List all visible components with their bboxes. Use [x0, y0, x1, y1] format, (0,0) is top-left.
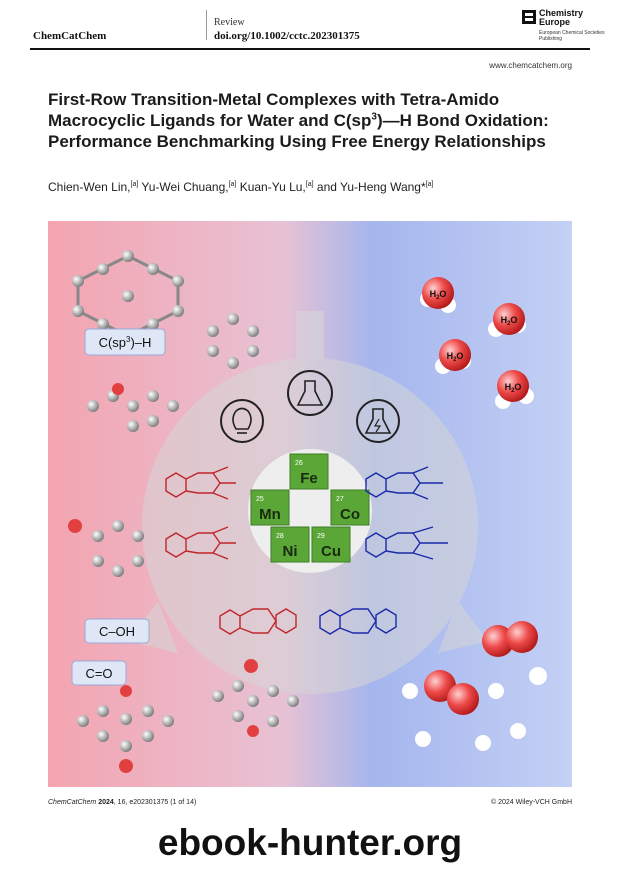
oxygen-molecule: [482, 621, 538, 657]
red-ligand-structures: [165, 466, 297, 635]
svg-text:25: 25: [256, 496, 264, 503]
cyclohexanol-molecule: [68, 519, 144, 577]
svg-text:C=O: C=O: [85, 666, 112, 681]
water-molecule: H2O: [488, 303, 526, 337]
author-name: and Yu-Heng Wang*: [313, 180, 426, 194]
svg-text:H2O: H2O: [430, 289, 447, 301]
citation-journal: ChemCatChem: [48, 799, 97, 806]
watermark: ebook-hunter.org: [157, 822, 463, 863]
svg-text:C(sp3)–H: C(sp3)–H: [99, 335, 152, 350]
blue-ligand-structures: [319, 466, 448, 635]
xanthone-molecule: [212, 659, 299, 737]
header-rule: [30, 48, 590, 50]
journal-name: ChemCatChem: [33, 30, 107, 42]
author-name: Chien-Wen Lin,: [48, 180, 131, 194]
flask-icon: [287, 370, 333, 416]
label-c-oh: C–OH: [84, 618, 150, 644]
svg-text:H2O: H2O: [447, 351, 464, 363]
author-affiliation: [a]: [305, 181, 314, 188]
oxygen-molecule: [424, 670, 479, 715]
journal-website[interactable]: www.chemcatchem.org: [489, 61, 572, 70]
hydrogen-dots: [402, 667, 547, 751]
publisher-subtitle: European Chemical Societies Publishing: [539, 30, 605, 42]
svg-text:29: 29: [317, 533, 325, 540]
svg-text:C–OH: C–OH: [99, 624, 135, 639]
label-csp3-h: C(sp3)–H: [84, 328, 166, 356]
metal-tile-fe: 26 Fe: [289, 453, 329, 490]
anthraquinone-molecule: [77, 685, 174, 773]
xanthene-molecule: [87, 383, 179, 432]
cyclohexane-molecule: [207, 313, 259, 369]
label-c-o: C=O: [71, 660, 127, 686]
svg-text:26: 26: [295, 460, 303, 467]
water-molecule: H2O: [495, 370, 534, 409]
svg-text:Ni: Ni: [283, 543, 298, 560]
svg-text:H2O: H2O: [505, 382, 522, 394]
svg-text:H2O: H2O: [501, 315, 518, 327]
author-affiliation: [a]: [130, 181, 139, 188]
citation-details: , 16, e202301375 (1 of 14): [113, 799, 197, 806]
title-part: )—H Bond Oxidation: Performance Benchmar…: [48, 111, 549, 151]
author-affiliation: [a]: [425, 181, 434, 188]
svg-text:Co: Co: [340, 506, 360, 523]
title-superscript: 3: [371, 111, 377, 123]
author-name: Kuan-Yu Lu,: [236, 180, 306, 194]
copyright: © 2024 Wiley-VCH GmbH: [490, 799, 572, 806]
chemistry-europe-logo-icon: [522, 10, 536, 24]
publisher-name: Chemistry Europe: [539, 8, 584, 27]
metal-tile-mn: 25 Mn: [250, 489, 290, 526]
citation: ChemCatChem 2024, 16, e202301375 (1 of 1…: [48, 799, 196, 806]
electrochemistry-icon: [356, 399, 400, 443]
svg-text:Mn: Mn: [259, 506, 281, 523]
citation-year: 2024: [96, 799, 114, 806]
svg-text:28: 28: [276, 533, 284, 540]
lightbulb-icon: [220, 399, 264, 443]
svg-text:Fe: Fe: [300, 470, 318, 487]
metal-tile-co: 27 Co: [330, 489, 370, 526]
doi-link[interactable]: doi.org/10.1002/cctc.202301375: [214, 30, 360, 42]
author-name: Yu-Wei Chuang,: [138, 180, 229, 194]
metal-tile-ni: 28 Ni: [270, 526, 310, 563]
water-molecule: H2O: [420, 277, 456, 313]
author-affiliation: [a]: [228, 181, 237, 188]
article-title: First-Row Transition-Metal Complexes wit…: [48, 89, 578, 152]
svg-text:27: 27: [336, 496, 344, 503]
author-list: Chien-Wen Lin,[a] Yu-Wei Chuang,[a] Kuan…: [48, 180, 588, 194]
table-of-contents-graphic: 26 Fe 25 Mn 27 Co 28 Ni 29 Cu: [48, 221, 572, 787]
article-type: Review: [214, 17, 245, 28]
header-divider: [206, 10, 207, 40]
title-part: First-Row Transition-Metal Complexes wit…: [48, 90, 500, 130]
water-molecule: H2O: [435, 339, 471, 374]
metal-tile-cu: 29 Cu: [311, 526, 351, 563]
svg-text:Cu: Cu: [321, 543, 341, 560]
